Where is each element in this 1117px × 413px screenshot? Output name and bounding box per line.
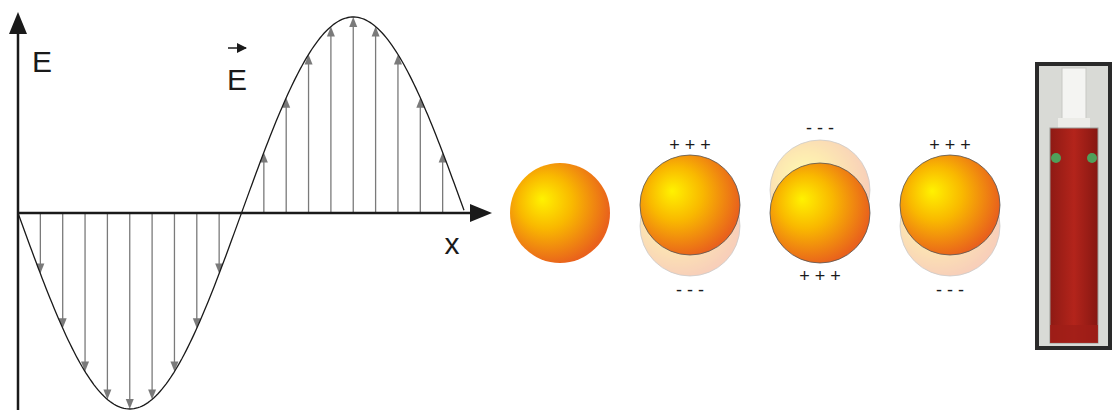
charge-label: - - - [936,281,964,299]
field-arrowhead [372,27,380,37]
field-arrow [196,213,197,320]
x-axis [18,212,475,215]
charge-label: + + + [669,136,711,154]
charge-label: - - - [676,281,704,299]
nanoparticle [900,155,1000,255]
field-arrow [286,106,287,213]
field-arrow [330,35,331,213]
field-arrow [40,213,41,266]
field-arrow [308,62,309,213]
field-arrow [62,213,63,320]
charge-label: + + + [929,136,971,154]
vector-label: E [227,65,247,95]
nanoparticle [770,163,870,263]
field-arrow [84,213,85,364]
charge-label: - - - [806,119,834,137]
axis-label: x [445,229,460,259]
field-arrowhead [327,27,335,37]
nanoparticle [640,155,740,255]
vector-arrow [228,47,246,49]
field-arrow [397,62,398,213]
field-arrowhead [349,17,357,27]
nanoparticle [510,163,610,263]
axis-label: E [32,47,52,77]
field-arrow [353,25,354,213]
charge-label: + + + [799,267,841,285]
field-arrowhead [126,399,134,409]
field-arrow [218,213,219,266]
field-arrow [129,213,130,401]
cuvette-photo [1035,62,1112,350]
axis-arrowhead [470,204,492,222]
field-arrow [375,35,376,213]
field-arrow [174,213,175,364]
field-arrow [442,160,443,213]
field-arrowhead [148,389,156,399]
field-arrow [107,213,108,391]
axis-arrowhead [9,12,27,34]
field-arrow [151,213,152,391]
y-axis [17,26,20,410]
field-arrow [263,160,264,213]
field-arrow [420,106,421,213]
field-arrowhead [103,389,111,399]
